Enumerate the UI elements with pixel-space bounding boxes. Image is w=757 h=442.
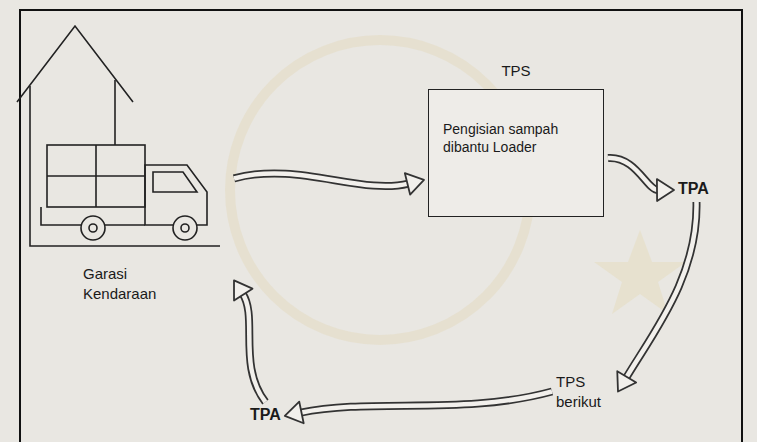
arrow-body xyxy=(300,392,552,413)
arrow-body xyxy=(626,202,696,378)
arrow-head xyxy=(234,280,252,300)
arrow-head xyxy=(285,402,304,424)
site-label: TPS berikut xyxy=(556,372,614,411)
arrow-body xyxy=(234,173,408,186)
flow-arrow xyxy=(285,392,552,424)
flow-arrow xyxy=(234,280,265,402)
arrow-head xyxy=(657,179,674,201)
arrow-outline xyxy=(234,173,408,186)
arrow-body xyxy=(243,294,266,402)
arrow-outline xyxy=(300,392,552,413)
node-label: TPS xyxy=(428,62,604,79)
node-label: Garasi Kendaraan xyxy=(83,264,178,303)
site-label: TPA xyxy=(678,180,709,198)
node-label: TPA xyxy=(678,180,709,198)
process-box-outline: Pengisian sampah dibantu Loader xyxy=(428,89,604,217)
arrow-body xyxy=(608,158,658,190)
arrow-outline xyxy=(243,294,266,402)
flow-arrow xyxy=(608,158,674,201)
arrow-head xyxy=(617,371,636,391)
site-label: TPA xyxy=(250,406,281,424)
node-label: TPA xyxy=(250,406,281,424)
node-label: TPS berikut xyxy=(556,372,614,411)
arrow-outline xyxy=(626,202,696,378)
flow-arrow xyxy=(617,202,696,392)
garage-illustration xyxy=(15,20,230,260)
arrow-outline xyxy=(608,158,658,190)
node-label: Pengisian sampah dibantu Loader xyxy=(443,120,589,156)
garage-node: Garasi Kendaraan xyxy=(15,20,230,303)
arrow-head xyxy=(405,173,424,194)
flow-arrow xyxy=(234,173,424,194)
process-box: TPS Pengisian sampah dibantu Loader xyxy=(428,62,604,217)
